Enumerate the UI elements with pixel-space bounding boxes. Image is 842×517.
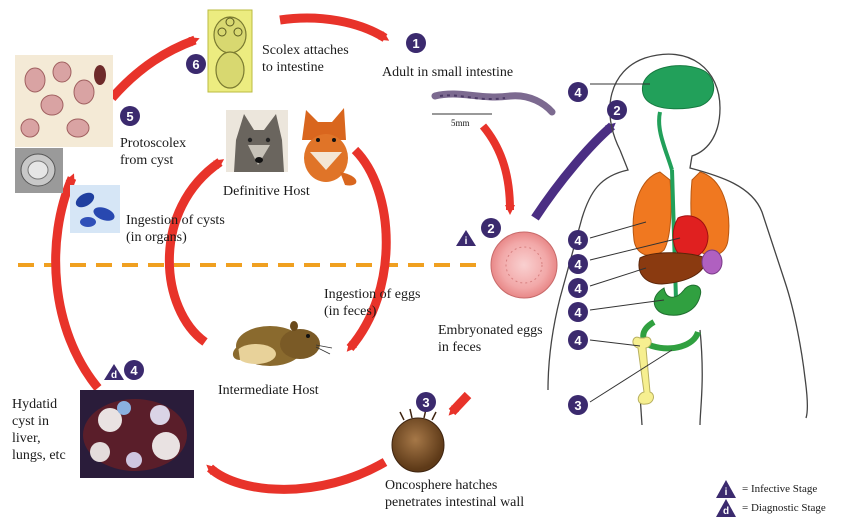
hydatid-label: Hydatid (12, 396, 57, 413)
svg-text:4: 4 (574, 305, 582, 320)
legend-diagnostic-label: = Diagnostic Stage (742, 502, 826, 515)
step-badge-4-bone: 4 (568, 330, 588, 350)
step-badge-5: 5 (120, 106, 140, 126)
svg-text:4: 4 (574, 257, 582, 272)
svg-text:3: 3 (422, 395, 429, 410)
svg-text:4: 4 (574, 233, 582, 248)
diagnostic-stage-marker: d (104, 364, 124, 381)
svg-text:3: 3 (574, 398, 581, 413)
svg-text:4: 4 (574, 281, 582, 296)
oncosphere-label-2: penetrates intestinal wall (385, 494, 524, 511)
step-badge-2-human: 2 (607, 100, 627, 120)
svg-text:4: 4 (130, 363, 138, 378)
step-badge-2-egg: 2 (481, 218, 501, 238)
step-badge-4-liver: 4 (568, 278, 588, 298)
svg-text:i: i (725, 487, 728, 498)
svg-text:2: 2 (613, 103, 620, 118)
step-badge-3-human: 3 (568, 395, 588, 415)
legend-infective-symbol: i (716, 480, 736, 498)
embryonated-label-2: in feces (438, 339, 481, 356)
protoscolex-label-2: from cyst (120, 152, 173, 169)
adult-label: Adult in small intestine (382, 64, 513, 81)
step-badge-4-brain: 4 (568, 82, 588, 102)
step-badge-6: 6 (186, 54, 206, 74)
step-badge-3-cycle: 3 (416, 392, 436, 412)
legend-infective-label: = Infective Stage (742, 483, 817, 496)
step-badge-1: 1 (406, 33, 426, 53)
svg-text:4: 4 (574, 333, 582, 348)
embryonated-label: Embryonated eggs (438, 322, 543, 339)
step-badge-4-lung: 4 (568, 230, 588, 250)
legend-diagnostic-symbol: d (716, 499, 736, 517)
definitive-host-label: Definitive Host (223, 183, 310, 200)
svg-text:4: 4 (574, 85, 582, 100)
scale-bar-label: 5mm (451, 117, 470, 130)
svg-text:d: d (723, 506, 729, 517)
svg-text:i: i (465, 236, 468, 247)
ingestion-cysts-label-2: (in organs) (126, 229, 187, 246)
svg-text:1: 1 (412, 36, 419, 51)
scolex-label: Scolex attaches (262, 42, 349, 59)
scolex-label-2: to intestine (262, 59, 324, 76)
infective-stage-marker: i (456, 230, 476, 247)
hydatid-label-2: cyst in (12, 413, 49, 430)
svg-text:2: 2 (487, 221, 494, 236)
svg-text:5: 5 (126, 109, 133, 124)
svg-text:6: 6 (192, 57, 199, 72)
hydatid-label-4: lungs, etc (12, 447, 66, 464)
step-badge-4-hydatid: 4 (124, 360, 144, 380)
oncosphere-label: Oncosphere hatches (385, 477, 497, 494)
svg-text:d: d (111, 370, 117, 381)
step-badge-4-intestine: 4 (568, 302, 588, 322)
step-badge-4-heart: 4 (568, 254, 588, 274)
ingestion-cysts-label: Ingestion of cysts (126, 212, 225, 229)
intermediate-host-label: Intermediate Host (218, 382, 319, 399)
ingestion-eggs-label-2: (in feces) (324, 303, 376, 320)
ingestion-eggs-label: Ingestion of eggs (324, 286, 420, 303)
protoscolex-label: Protoscolex (120, 135, 186, 152)
hydatid-label-3: liver, (12, 430, 41, 447)
